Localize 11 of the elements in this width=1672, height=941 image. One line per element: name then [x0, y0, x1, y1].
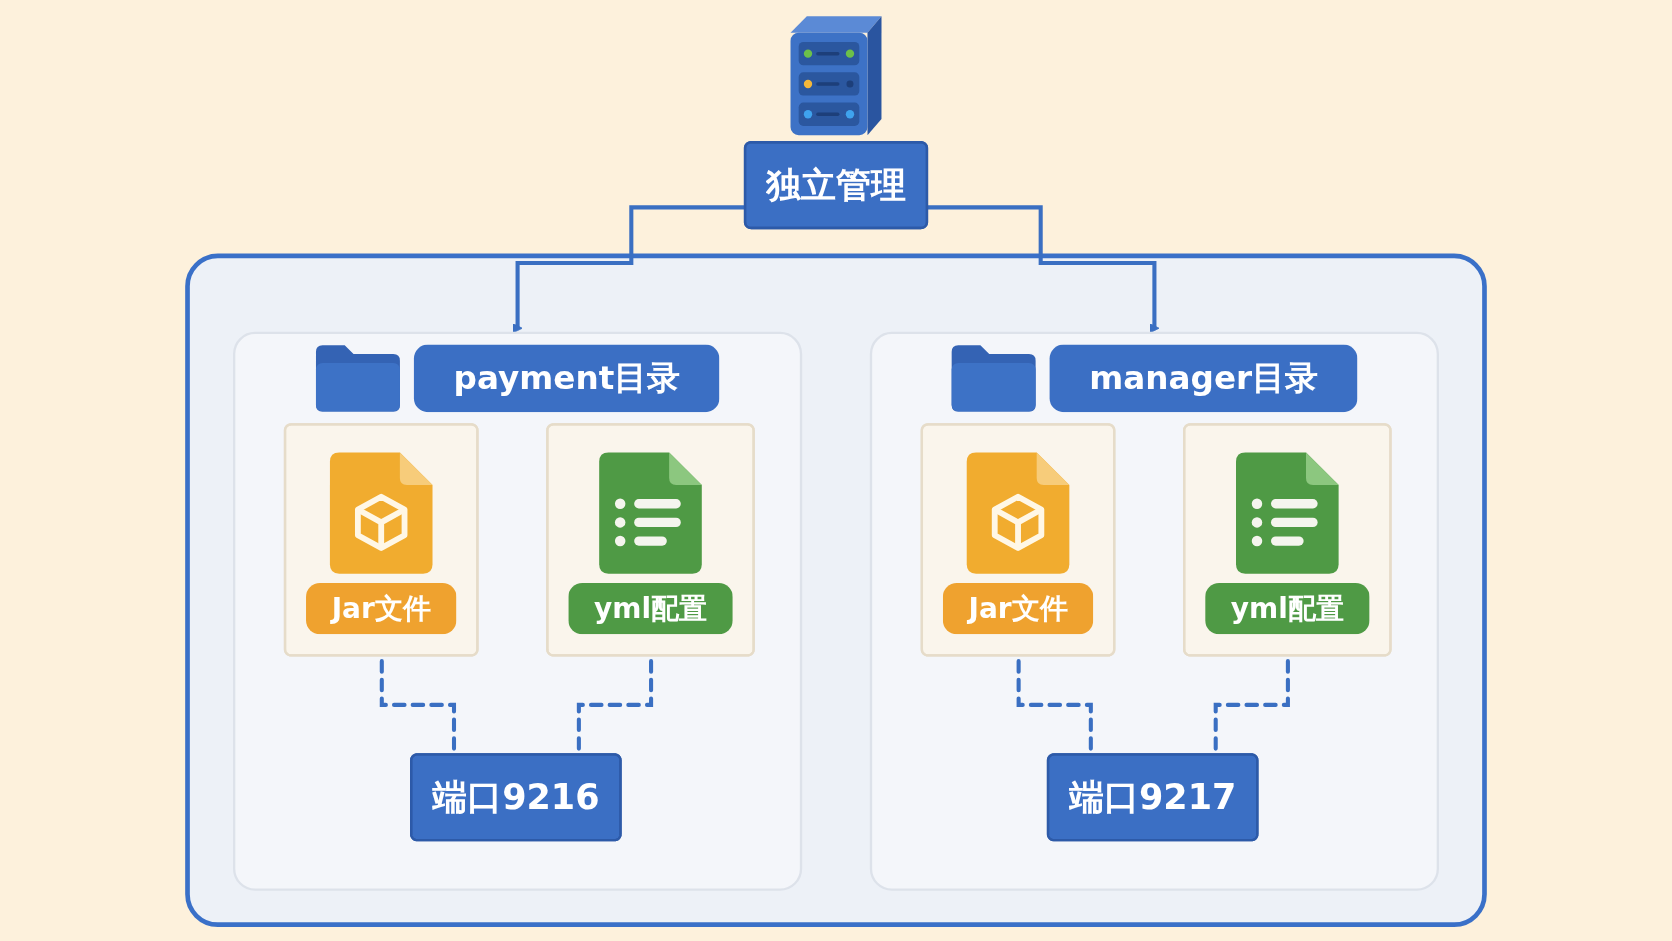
folder-label: manager目录: [1049, 344, 1358, 413]
hub-label: 独立管理: [766, 163, 906, 207]
file-label: Jar文件: [942, 583, 1094, 635]
file-label: Jar文件: [306, 583, 457, 635]
dashed-connector: [576, 659, 654, 751]
folder-label: payment目录: [413, 344, 720, 413]
dashed-connector: [1016, 659, 1093, 751]
dashed-connector: [1213, 659, 1290, 751]
dashed-connector: [379, 659, 457, 751]
file-label: yml配置: [1205, 583, 1370, 635]
file-label: yml配置: [568, 583, 733, 635]
